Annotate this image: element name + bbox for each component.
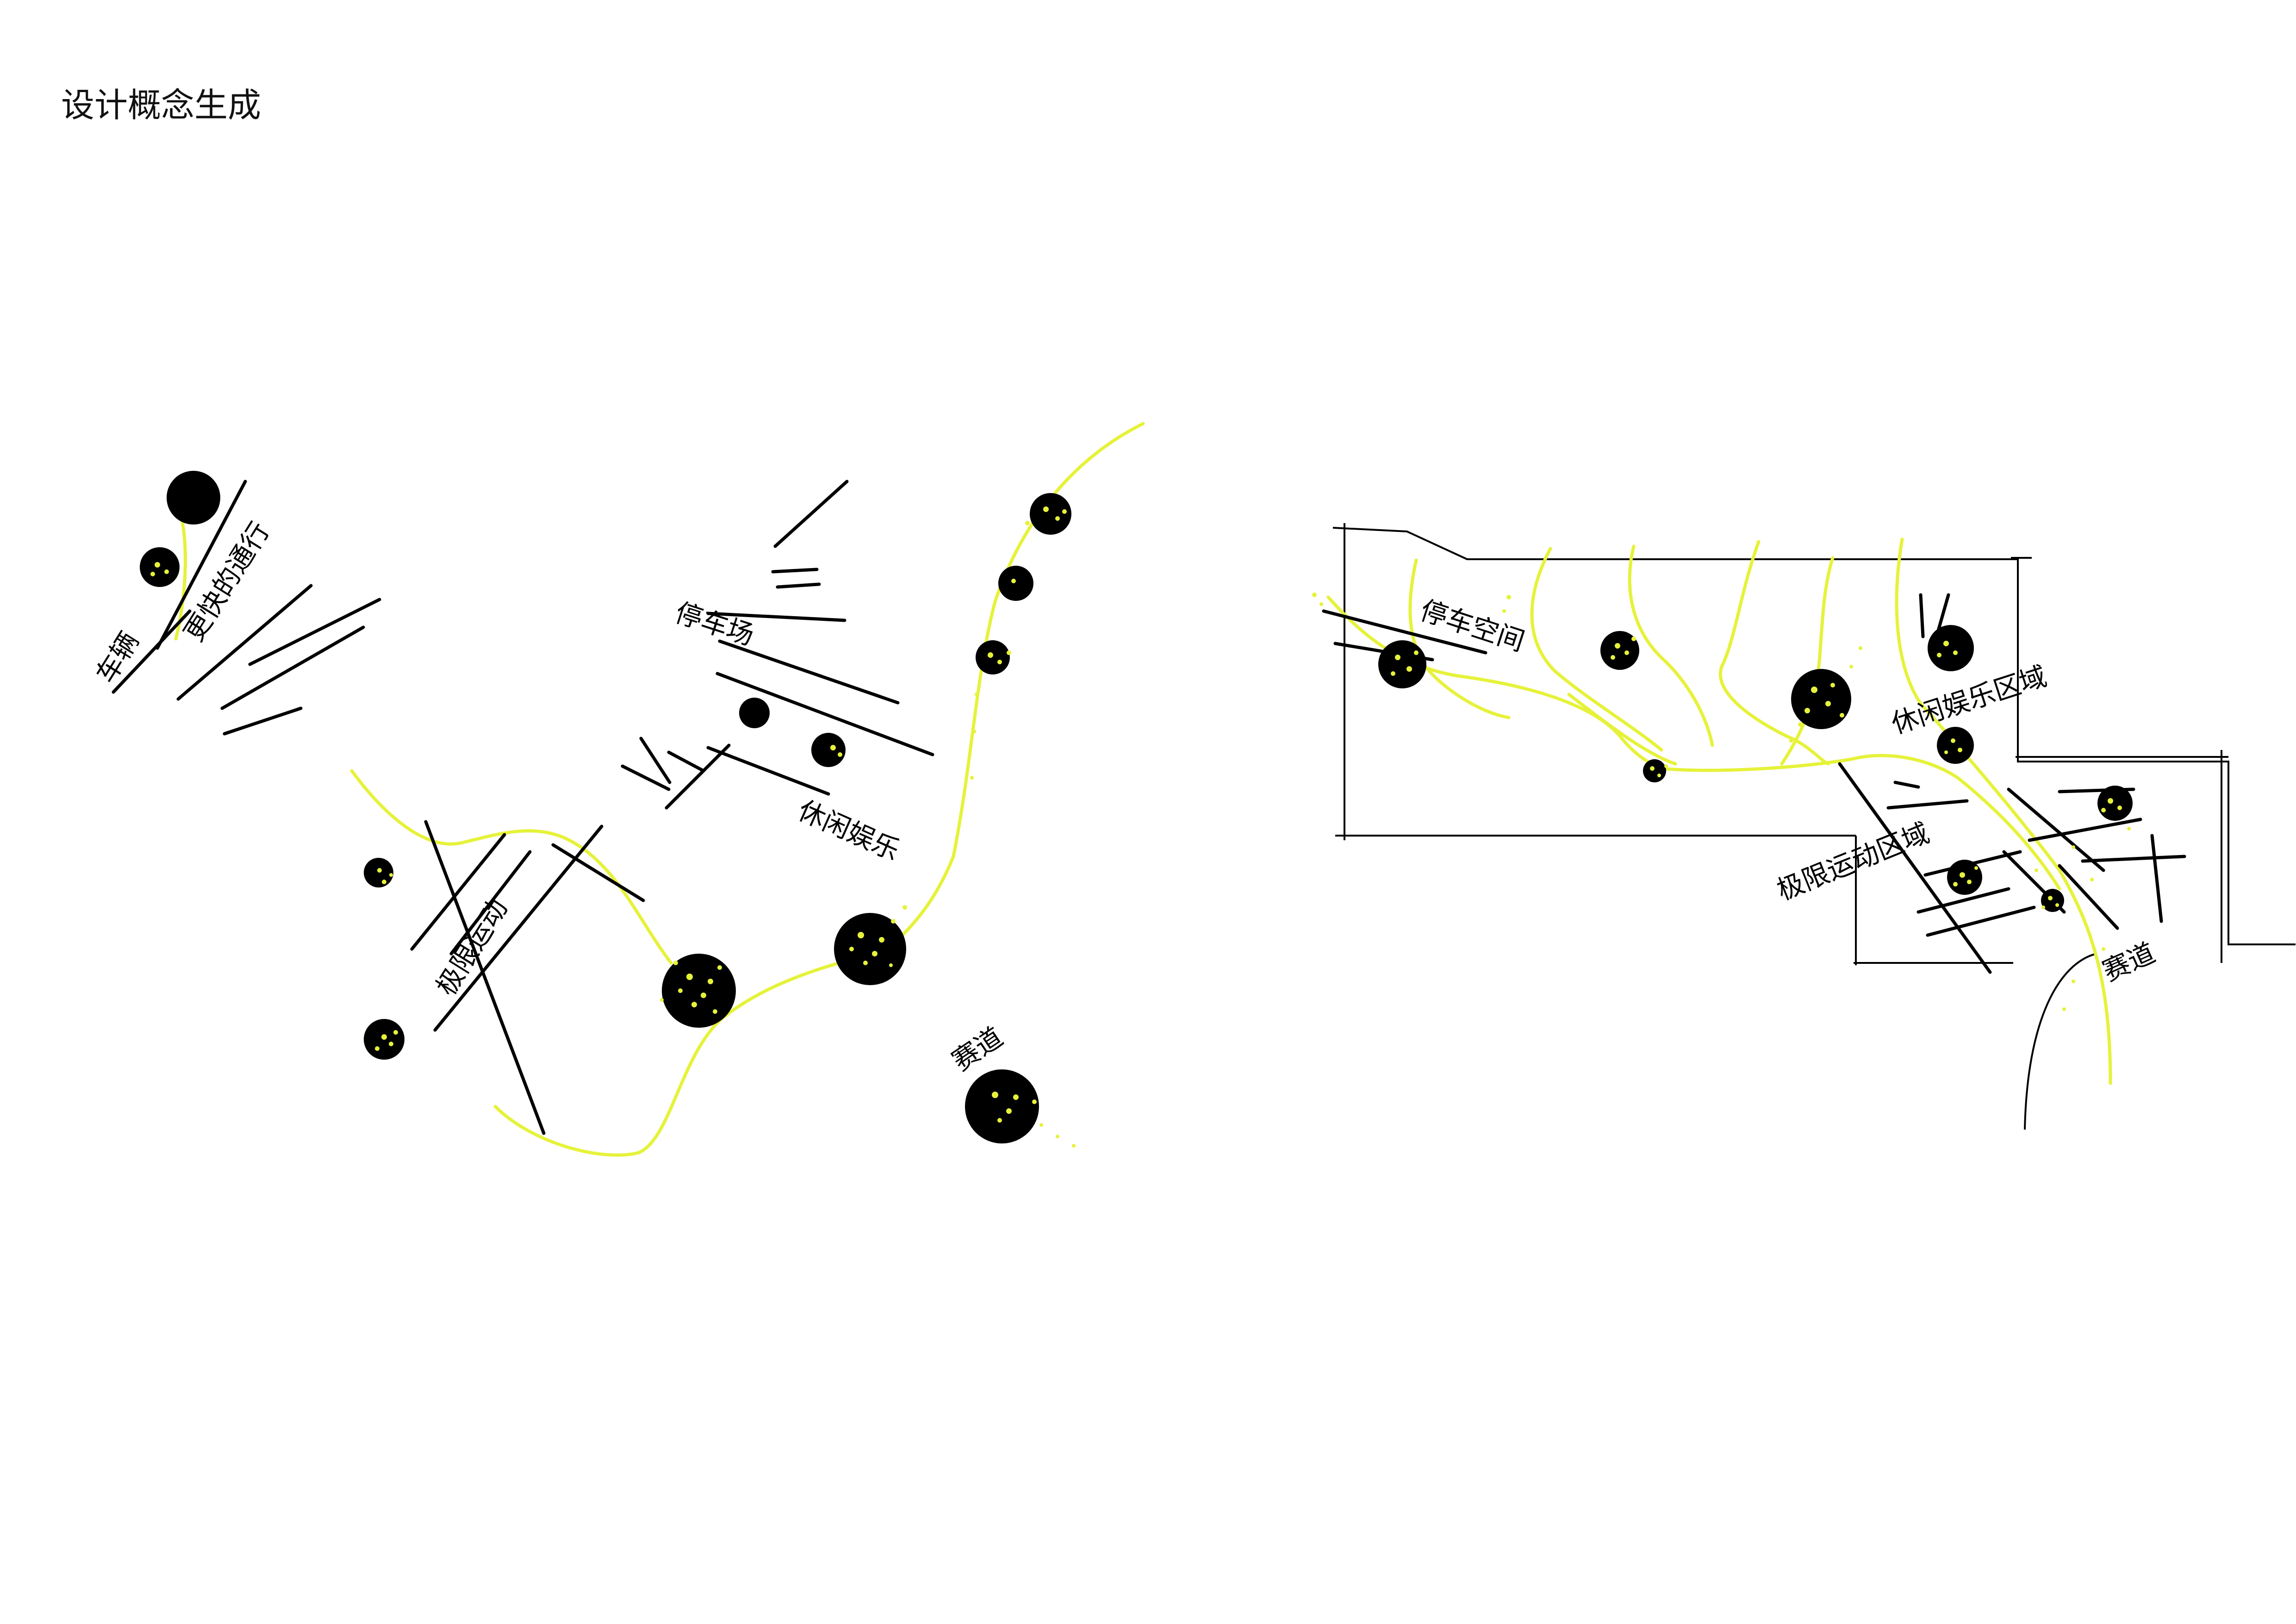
left-flow-curves (174, 422, 1145, 1157)
node (811, 733, 846, 767)
line (706, 612, 846, 622)
flow-curve (1326, 595, 1663, 770)
node (1928, 625, 1974, 671)
line (1886, 799, 1969, 810)
node (1378, 640, 1426, 688)
line (1919, 593, 1925, 638)
node (965, 1069, 1039, 1143)
line (2058, 864, 2119, 930)
node (1947, 860, 1982, 895)
line (424, 820, 546, 1135)
line (2007, 787, 2105, 872)
node (1791, 669, 1851, 729)
line (220, 625, 365, 710)
flow-curve (1567, 693, 1677, 766)
line (621, 764, 671, 791)
flow-curve (1530, 547, 1663, 752)
line (433, 824, 604, 1032)
node (976, 640, 1010, 675)
node (662, 954, 736, 1028)
node (998, 566, 1033, 601)
line (1322, 609, 1487, 655)
line (1916, 887, 2010, 914)
line (667, 750, 705, 773)
line (665, 743, 731, 810)
label-leisure-zone: 休闲娱乐区域 (1887, 660, 2050, 740)
line (639, 737, 672, 784)
node (739, 698, 770, 728)
line (1926, 906, 2036, 937)
flow-curve (1660, 754, 2061, 891)
right-nodes (1378, 625, 2133, 912)
node (1937, 727, 1974, 764)
line (716, 672, 934, 756)
left-line-strokes (112, 480, 934, 1135)
node (364, 858, 393, 887)
line (112, 609, 192, 694)
line (248, 598, 381, 666)
line (776, 582, 821, 589)
track-curve (2024, 953, 2097, 1130)
label-racetrack-right: 赛道 (2098, 937, 2160, 987)
label-racetrack-left: 赛道 (946, 1021, 1008, 1077)
right-speckles (1312, 593, 2131, 1011)
node (1030, 493, 1071, 535)
flow-curve (1628, 544, 1714, 747)
flow-curve-top-right (896, 422, 1145, 942)
line (1838, 762, 1992, 974)
line (2028, 818, 2142, 842)
line (176, 584, 313, 701)
line (706, 746, 830, 796)
line (718, 639, 900, 705)
page-title: 设计概念生成 (61, 86, 261, 125)
line (156, 480, 247, 650)
line (410, 833, 506, 951)
line (771, 568, 819, 574)
left-speckles (150, 506, 1076, 1148)
right-sketch: 停车空间 休闲娱乐区域 极限运动区域 赛道 (1312, 523, 2296, 1130)
site-outline (1332, 527, 2296, 945)
flow-curve-main (493, 952, 872, 1157)
left-sketch: 车辆 更快的通行 停车场 休闲娱乐 极限运动 赛道 (90, 422, 1145, 1157)
node (1600, 631, 1639, 670)
right-line-strokes (1322, 593, 2186, 974)
flow-curve (1780, 556, 1835, 766)
node (2097, 786, 2133, 821)
label-leisure: 休闲娱乐 (793, 794, 904, 867)
right-outline (1332, 523, 2296, 1130)
line (1893, 781, 1920, 789)
label-vehicles: 车辆 (90, 626, 145, 688)
left-nodes (140, 471, 1071, 1143)
line (2150, 834, 2163, 923)
label-parking: 停车场 (672, 597, 758, 651)
line (773, 480, 849, 548)
line (2081, 855, 2186, 863)
flow-curve (1719, 540, 1830, 766)
line (449, 850, 532, 956)
node (167, 471, 220, 525)
flow-curve-left (350, 769, 673, 965)
node (140, 547, 180, 587)
node (1643, 759, 1666, 782)
flow-curve (1895, 537, 2112, 1085)
right-flow-curves (1326, 537, 2112, 1085)
line (223, 706, 303, 736)
node (834, 913, 906, 985)
line (551, 843, 645, 902)
